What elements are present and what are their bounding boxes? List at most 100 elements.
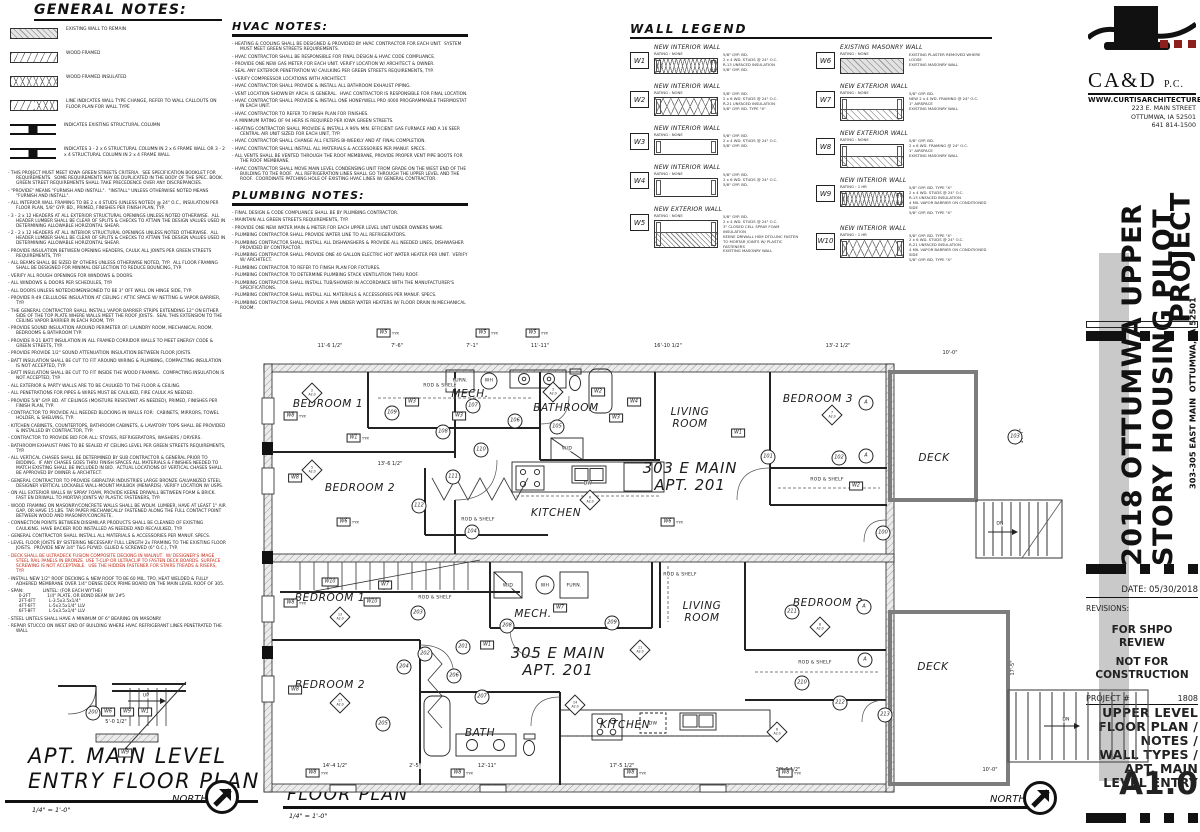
room-tag: 106 [507, 413, 523, 429]
note-line: PROVIDE SOUND INSULATION AROUND PERIMETE… [8, 326, 226, 336]
note-line: HVAC CONTRACTOR SHALL MOVE MAIN LEVEL CO… [232, 167, 468, 182]
entry-plan-drawing [58, 681, 187, 749]
dimension-label: 10'-0" [982, 767, 998, 773]
detail-tag: 6 A2.0 [579, 489, 601, 511]
col-new-symbol-icon [10, 148, 56, 159]
wall-type-name: NEW INTERIOR WALL [654, 44, 721, 51]
wall-description: 5/8" GYP. BD. TYPE "X" 2 x 6 WD. STUDS @… [909, 232, 987, 263]
entry-plan-scale: 1/4" = 1'-0" [32, 806, 71, 814]
room-label: BATHROOM [533, 401, 599, 414]
note-line: INSTALL NEW 1/2" ROOF DECKING & NEW ROOF… [8, 577, 226, 587]
dimension-label: 10'-0" [942, 350, 958, 356]
room-tag: 207 [474, 689, 490, 705]
detail-tag: 5 A2.0 [301, 459, 323, 481]
firm-address: 223 E. MAIN STREET OTTUMWA, IA 52501 641… [1131, 105, 1196, 129]
wall-tag: W1 [138, 707, 152, 717]
wall-tag: W1 [731, 428, 745, 438]
note-line: ALL PENETRATIONS FOR PIPES & WIRES MUST … [8, 391, 226, 396]
note-line: BATT INSULATION SHALL BE CUT TO FIT AROU… [8, 359, 226, 369]
wall-description: 5/8" GYP. BD. NEW 2 x 4 WD. FRAMING @ 24… [909, 91, 979, 111]
annotation-label: ROD & SHELF [663, 572, 697, 578]
wall-section-symbol-icon [654, 220, 718, 248]
room-tag: 108 [435, 424, 451, 440]
annotation-label: WH [484, 378, 494, 384]
wall-tag-box: W3 [630, 133, 649, 150]
dimension-label: 11'-6 1/2" [317, 343, 343, 349]
detail-tag: 11 A2.0 [629, 639, 651, 661]
note-line: FINAL DESIGN & CODE COMPLIANCE SHALL BE … [232, 211, 468, 216]
wall-tag: W3 [405, 397, 419, 407]
annotation-label: W/D [502, 583, 514, 589]
note-line: WOOD FRAMING ON MASONRY/CONCRETE WALLS S… [8, 504, 226, 519]
hvac-plumbing-panel: HVAC NOTES: HEATING & COOLING SHALL BE D… [232, 20, 468, 313]
note-line: HEATING & COOLING SHALL BE DESIGNED & PR… [232, 42, 468, 52]
wall-rating: RATING : 1 HR [840, 231, 867, 237]
room-tag: 111 [445, 469, 461, 485]
note-line: ON ALL EXTERIOR WALLS W/ SPRAY FOAM, PRO… [8, 491, 226, 501]
room-label: BEDROOM 2 [294, 678, 366, 691]
note-line: HVAC CONTRACTOR SHALL CHANGE ALL FILTERS… [232, 139, 468, 144]
room-tag: 209 [604, 615, 620, 631]
note-line: THE GENERAL CONTRACTOR SHALL INSTALL VAP… [8, 309, 226, 324]
room-tag: 205 [375, 716, 391, 732]
annotation-label: UP [142, 693, 150, 699]
room-label: BEDROOM 2 [324, 481, 396, 494]
revision-note: FOR SHPO REVIEW [1111, 624, 1173, 649]
wall-rating: RATING : NONE [654, 51, 683, 56]
note-line: BATT INSULATION SHALL BE CUT TO FIT INSI… [8, 371, 226, 381]
detail-tag: 8 A2.0 [809, 616, 831, 638]
note-line: ALL INTERIOR WALL FRAMING TO BE 2 x 4 ST… [8, 201, 226, 211]
room-tag: A [858, 395, 874, 411]
room-tag: 208 [499, 618, 515, 634]
note-line: A MINIMUM RATING OF 94 HERS IS REQUIRED … [232, 119, 468, 124]
detail-tag: 14 A2.0 [564, 694, 586, 716]
floor-plan-north-label: NORTH [990, 794, 1026, 805]
wall-tag: W8 [288, 685, 302, 695]
top-hat-logo-icon [1086, 6, 1198, 50]
room-tag: 100 [875, 525, 891, 541]
wall-tag-box: W4 [630, 172, 649, 189]
note-line: PLUMBING CONTRACTOR SHALL INSTALL ALL MA… [232, 293, 468, 298]
detail-tag: 13 A2.0 [329, 606, 351, 628]
note-line: PLUMBING CONTRACTOR TO REFER TO FINISH P… [232, 266, 468, 271]
closet-rods [427, 477, 529, 729]
room-tag: 110 [473, 442, 489, 458]
wall-rating: RATING : NONE [654, 90, 683, 95]
title-block: CA&D P.C. WWW.CURTISARCHITECTURE.COM 223… [1084, 0, 1200, 832]
note-line: BATHROOM EXHAUST FANS TO BE SEALED AT CE… [8, 444, 226, 454]
note-line: ALL EXTERIOR & PARTY WALLS ARE TO BE CAU… [8, 384, 226, 389]
plumbing-notes-title: PLUMBING NOTES: [232, 189, 468, 206]
annotation-label: WH [540, 583, 550, 589]
note-line: PLUMBING CONTRACTOR SHALL PROVIDE WATER … [232, 233, 468, 238]
wall-section-symbol-icon [654, 97, 718, 116]
note-line: "PROVIDE" MEANS "FURNISH AND INSTALL". "… [8, 189, 226, 199]
wall-section-symbol-icon [654, 178, 718, 197]
note-line: VERIFY ALL ROUGH OPENINGS FOR WINDOWS & … [8, 274, 226, 279]
note-line: HVAC CONTRACTOR SHALL PROVIDE & INSTALL … [232, 99, 468, 109]
wall-section-symbol-icon [654, 139, 718, 155]
project-number-row: PROJECT # 1808 [1086, 694, 1198, 705]
wall-section-symbol-icon [840, 97, 904, 121]
note-line: HVAC CONTRACTOR SHALL BE RESPONSIBLE FOR… [232, 55, 468, 60]
note-line: PLUMBING CONTRACTOR SHALL PROVIDE A PAN … [232, 301, 468, 311]
wall-type-name: NEW INTERIOR WALL [840, 177, 907, 184]
room-tag: 112 [411, 498, 427, 514]
dimension-label: 17'-5" [1010, 660, 1016, 676]
room-tag: 204 [396, 659, 412, 675]
room-tag: A [856, 599, 872, 615]
hvac-notes-list: HEATING & COOLING SHALL BE DESIGNED & PR… [232, 42, 468, 182]
note-line: HVAC CONTRACTOR SHALL PROVIDE & INSTALL … [232, 84, 468, 89]
note-line: CONTRACTOR TO PROVIDE BID FOR ALL: STOVE… [8, 436, 226, 441]
room-tag: 202 [417, 646, 433, 662]
floor-plan-scale: 1/4" = 1'-0" [289, 812, 328, 820]
note-line: DECK SHALL BE ULTRADECK FUSION COMPOSITE… [8, 554, 226, 574]
